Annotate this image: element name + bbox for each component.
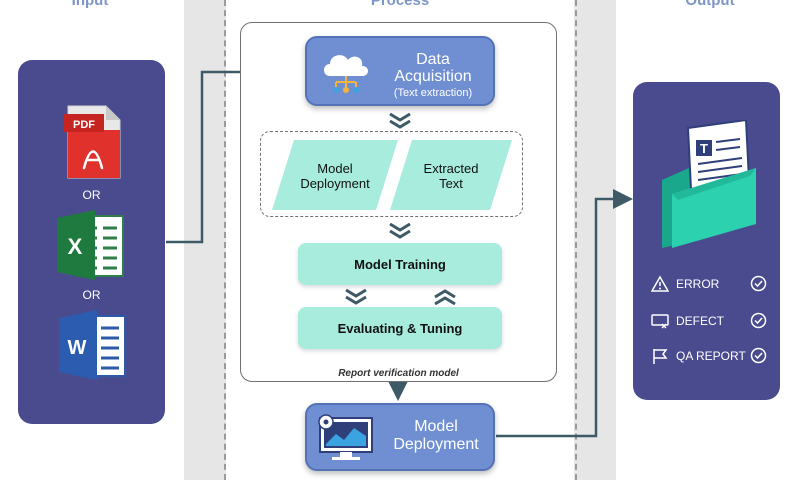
output-title: Output	[685, 0, 735, 9]
check-icon	[750, 312, 767, 329]
check-icon	[750, 347, 767, 364]
process-right-divider	[575, 0, 577, 480]
evaluating-tuning-box[interactable]: Evaluating & Tuning	[298, 307, 502, 349]
flag-icon	[651, 347, 669, 365]
word-badge: W	[68, 337, 87, 359]
model-training-box[interactable]: Model Training	[298, 243, 502, 285]
output-label-qa-report: QA REPORT	[676, 349, 746, 363]
data-acquisition-title-1: Data	[416, 51, 450, 68]
output-label-error: ERROR	[676, 277, 720, 291]
pdf-badge: PDF	[73, 119, 95, 131]
chevron-down-icon	[388, 222, 412, 240]
data-acquisition-title-2: Acquisition	[394, 68, 472, 85]
chevron-up-icon	[433, 288, 457, 306]
word-file-icon: W	[57, 308, 129, 382]
connector-deployment-to-output	[496, 189, 633, 438]
model-deployment-title-2: Deployment	[393, 436, 479, 453]
model-deployment-title-1: Model	[414, 418, 458, 435]
check-icon	[750, 275, 767, 292]
or-label-1: OR	[82, 188, 101, 202]
extracted-text-label-2: Text	[439, 176, 463, 191]
extracted-text-label-1: Extracted	[423, 161, 479, 176]
extraction-group	[260, 131, 523, 217]
monitor-chart-gear-icon	[316, 412, 378, 462]
output-label-defect: DEFECT	[676, 314, 724, 328]
model-deployment-label-1: Model	[317, 161, 353, 176]
excel-file-icon: X	[55, 208, 127, 282]
model-deployment-label-2: Deployment	[300, 176, 370, 191]
model-deployment-step[interactable]: Model Deployment	[270, 140, 400, 210]
warning-icon	[650, 275, 670, 293]
pdf-file-icon: PDF	[62, 104, 122, 180]
chevron-down-icon	[344, 288, 368, 306]
chevron-down-icon	[388, 112, 412, 130]
extracted-text-step[interactable]: Extracted Text	[388, 140, 514, 210]
process-left-divider	[224, 0, 226, 480]
data-acquisition-subtitle: (Text extraction)	[393, 87, 473, 99]
svg-text:T: T	[700, 141, 708, 156]
document-folder-icon: T	[658, 118, 758, 248]
excel-badge: X	[68, 234, 83, 259]
process-title: Process	[370, 0, 430, 9]
model-caption: Report verification model	[338, 368, 459, 379]
or-label-2: OR	[82, 288, 101, 302]
input-title: Input	[71, 0, 109, 9]
defect-icon	[651, 312, 669, 330]
cloud-network-icon	[318, 44, 374, 100]
